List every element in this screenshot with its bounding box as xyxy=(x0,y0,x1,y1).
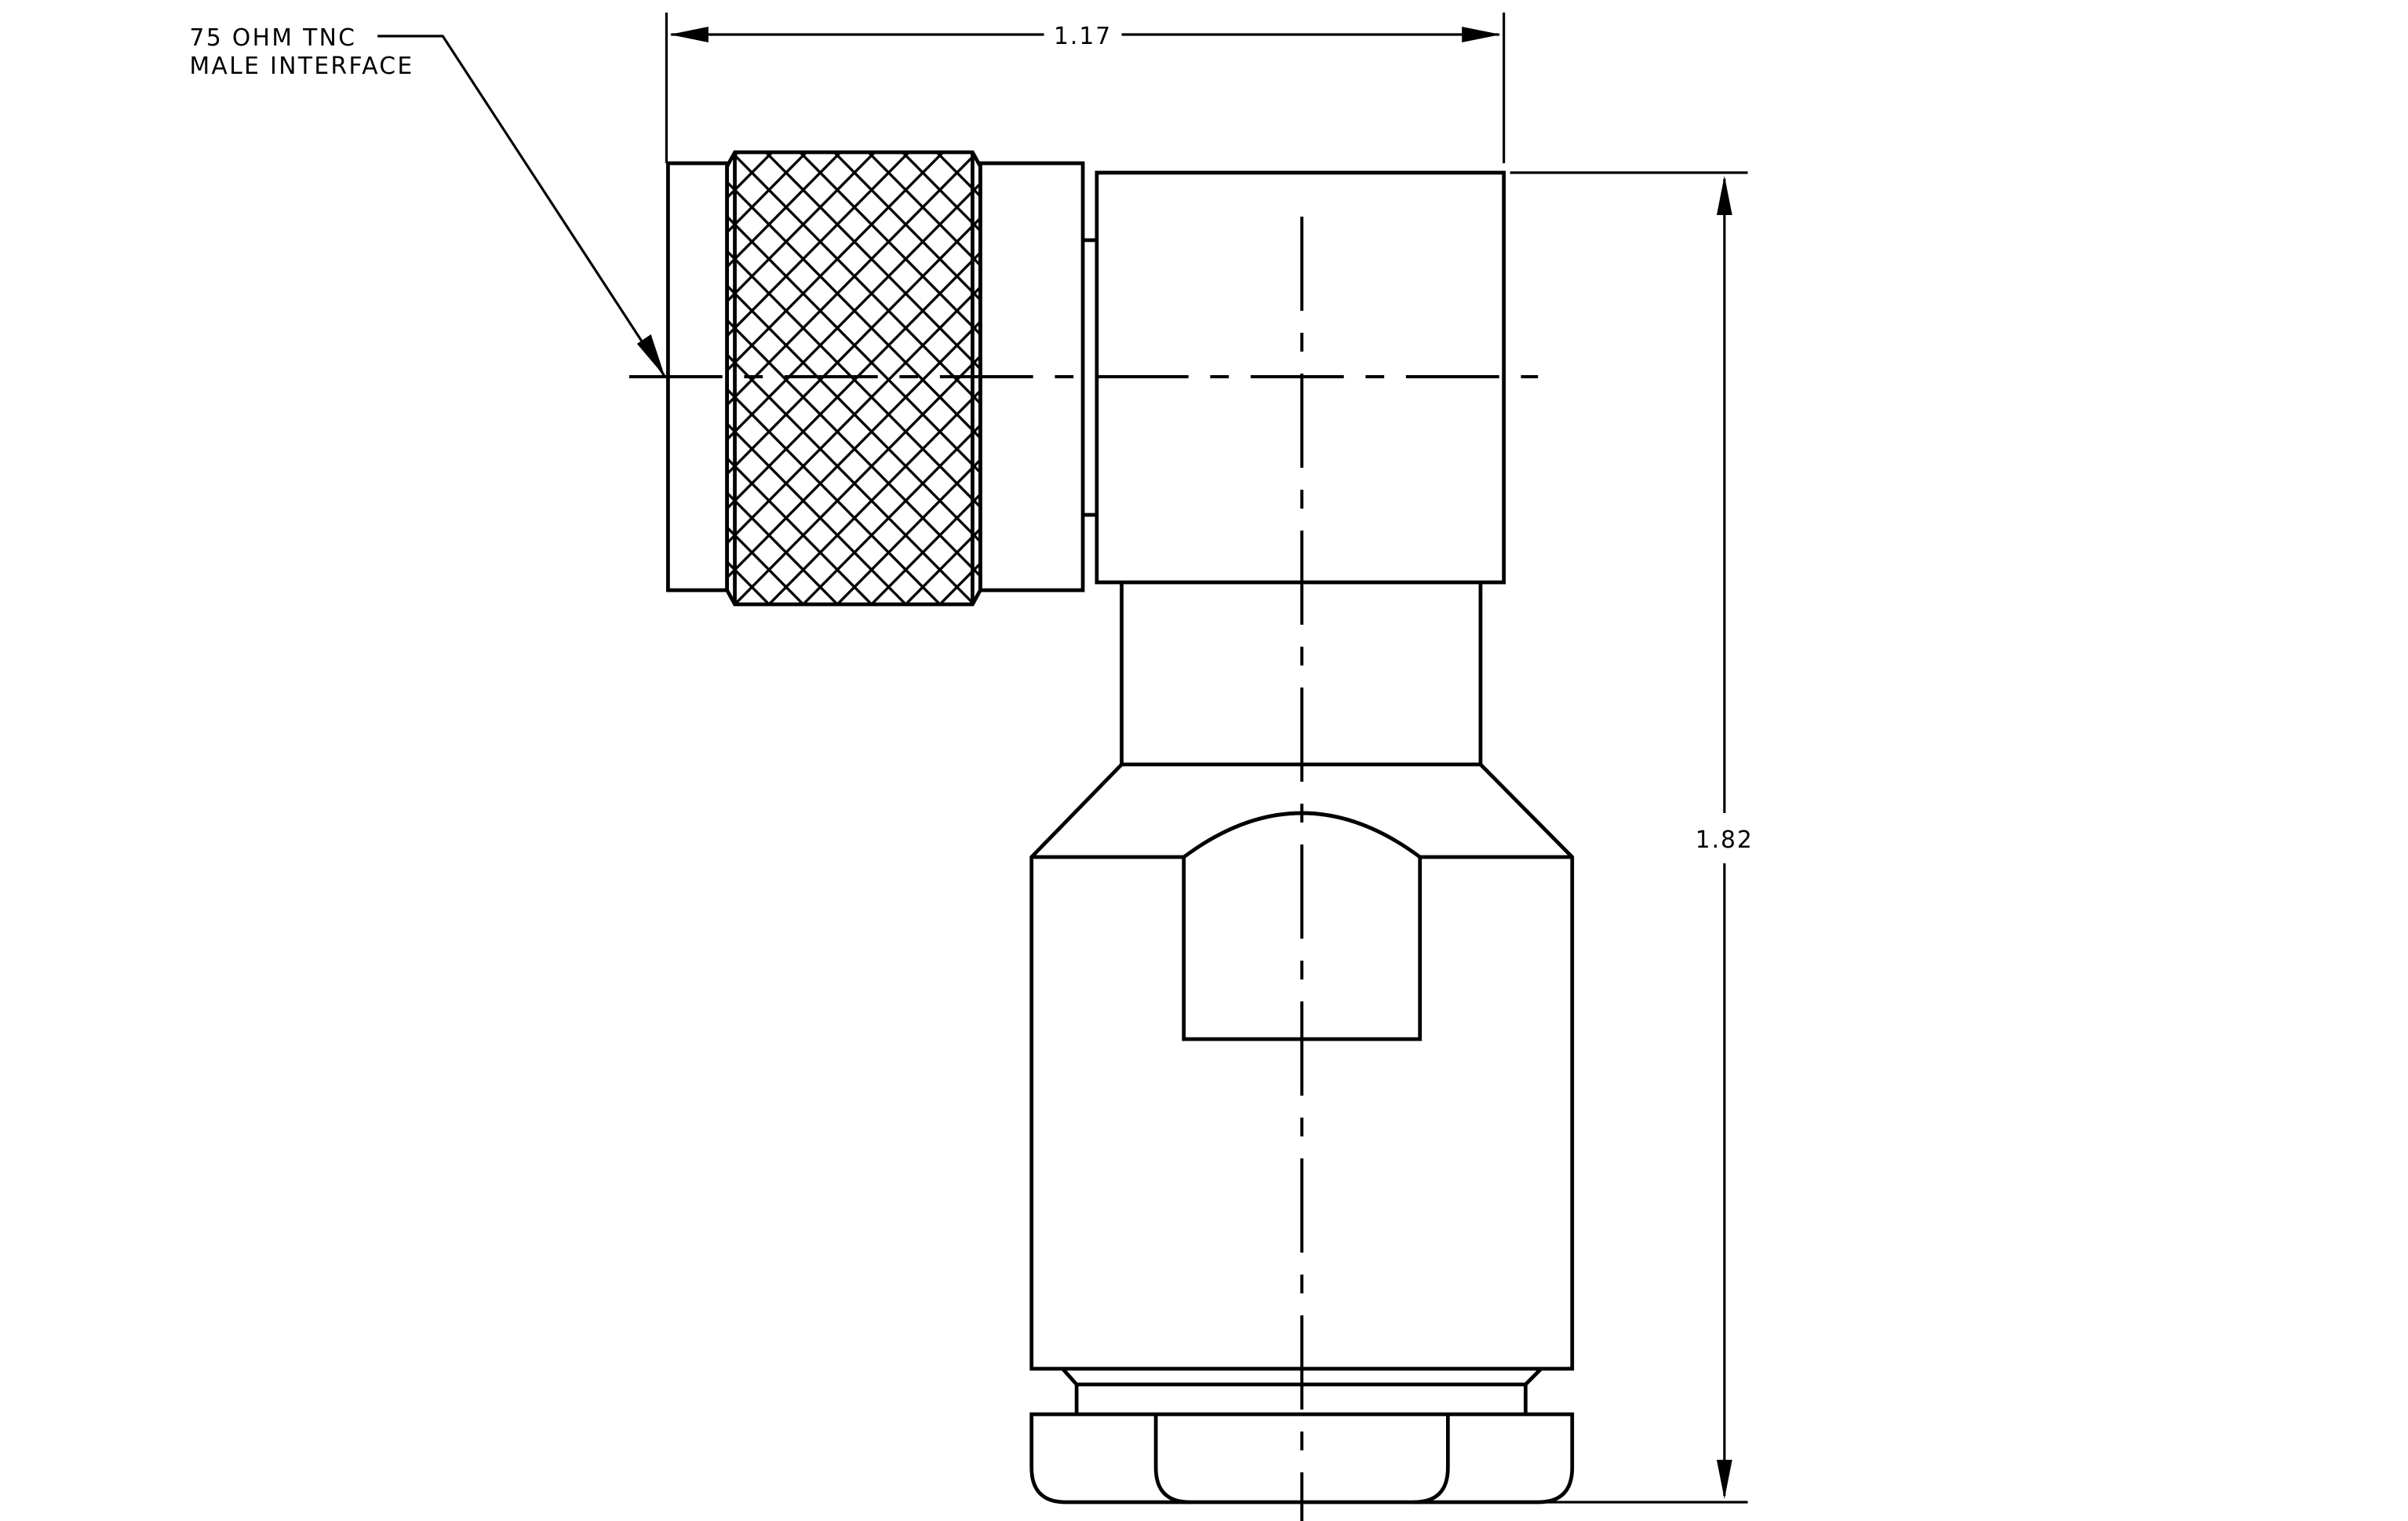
interface-label-line2: MALE INTERFACE xyxy=(190,53,414,80)
height-dimension: 1.82 xyxy=(1510,171,1754,1504)
height-dimension-value: 1.82 xyxy=(1696,826,1754,854)
interface-label-line1: 75 OHM TNC xyxy=(190,24,357,52)
interface-leader-line xyxy=(377,35,666,378)
width-dimension: 1.17 xyxy=(665,13,1506,163)
width-dimension-value: 1.17 xyxy=(1054,23,1112,50)
